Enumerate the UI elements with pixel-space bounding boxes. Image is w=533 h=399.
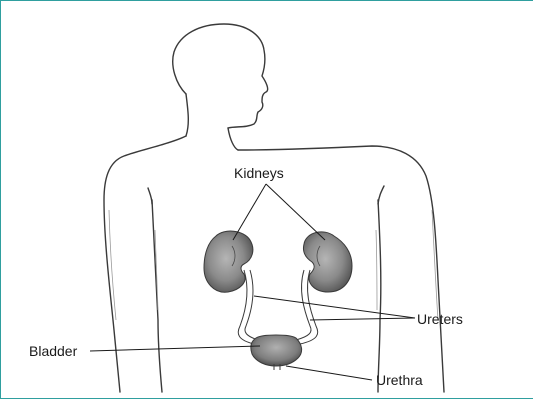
ureters [238,270,318,344]
right-kidney [303,232,352,292]
kidneys-label: Kidneys [234,165,284,181]
ureters-label: Ureters [417,311,463,327]
bladder [251,335,302,366]
urethra-label: Urethra [376,372,423,388]
bladder-label: Bladder [29,343,77,359]
body-shading [109,210,438,320]
left-kidney [204,231,253,292]
